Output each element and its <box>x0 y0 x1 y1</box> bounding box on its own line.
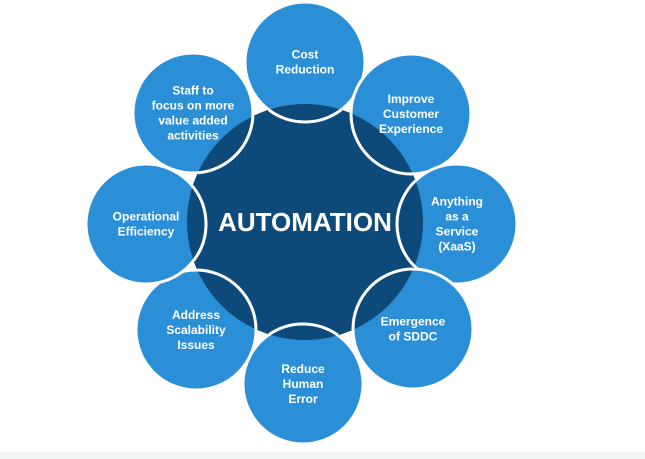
petal-anything-as-a-service-label-line: as a <box>445 210 469 224</box>
petal-improve-customer-experience-label-line: Experience <box>379 122 443 136</box>
petal-staff-to-focus-overlap-arc <box>197 116 255 175</box>
petal-overlap-arcs <box>191 108 417 337</box>
petal-staff-to-focus-label-line: focus on more <box>152 99 235 113</box>
petal-cost-reduction-label-line: Cost <box>292 48 319 62</box>
petal-reduce-human-error-label-line: Error <box>288 392 318 406</box>
petal-operational-efficiency-label-line: Efficiency <box>118 225 175 239</box>
petal-staff-to-focus-label-line: Staff to <box>172 84 213 98</box>
petal-improve-customer-experience-label-line: Customer <box>383 107 439 121</box>
petal-cost-reduction-label-line: Reduction <box>276 63 335 77</box>
automation-core-circle <box>187 104 423 340</box>
petal-improve-customer-experience-overlap-arc <box>349 113 413 176</box>
petal-anything-as-a-service-label-line: Service <box>436 225 479 239</box>
petal-anything-as-a-service-label-line: (XaaS) <box>438 240 475 254</box>
petal-reduce-human-error-label-line: Reduce <box>281 362 325 376</box>
petal-anything-as-a-service-overlap-arc <box>395 179 417 268</box>
petal-reduce-human-error-label-line: Human <box>283 377 324 391</box>
petal-address-scalability-issues-label-line: Scalability <box>166 323 226 337</box>
petal-emergence-of-sddc-label-line: Emergence <box>381 315 446 329</box>
petal-address-scalability-issues-label-line: Issues <box>177 338 215 352</box>
petal-circles <box>84 0 519 446</box>
petal-address-scalability-issues-label-line: Address <box>172 308 220 322</box>
petal-reduce-human-error-overlap-arc <box>268 322 339 337</box>
petal-operational-efficiency-overlap-arc <box>191 185 208 262</box>
petal-address-scalability-issues-overlap-arc <box>197 268 258 330</box>
petal-cost-reduction-overlap-arc <box>267 108 343 124</box>
petal-staff-to-focus-label-line: activities <box>167 129 219 143</box>
petal-emergence-of-sddc-label-line: of SDDC <box>389 330 438 344</box>
petal-anything-as-a-service-label-line: Anything <box>431 195 483 209</box>
automation-core-label: AUTOMATION <box>218 207 392 237</box>
petal-operational-efficiency-label-line: Operational <box>113 210 180 224</box>
petal-staff-to-focus-label-line: value added <box>158 114 227 128</box>
bottom-strip <box>0 452 645 459</box>
petal-emergence-of-sddc-overlap-arc <box>351 267 414 330</box>
petal-improve-customer-experience-label-line: Improve <box>388 92 435 106</box>
